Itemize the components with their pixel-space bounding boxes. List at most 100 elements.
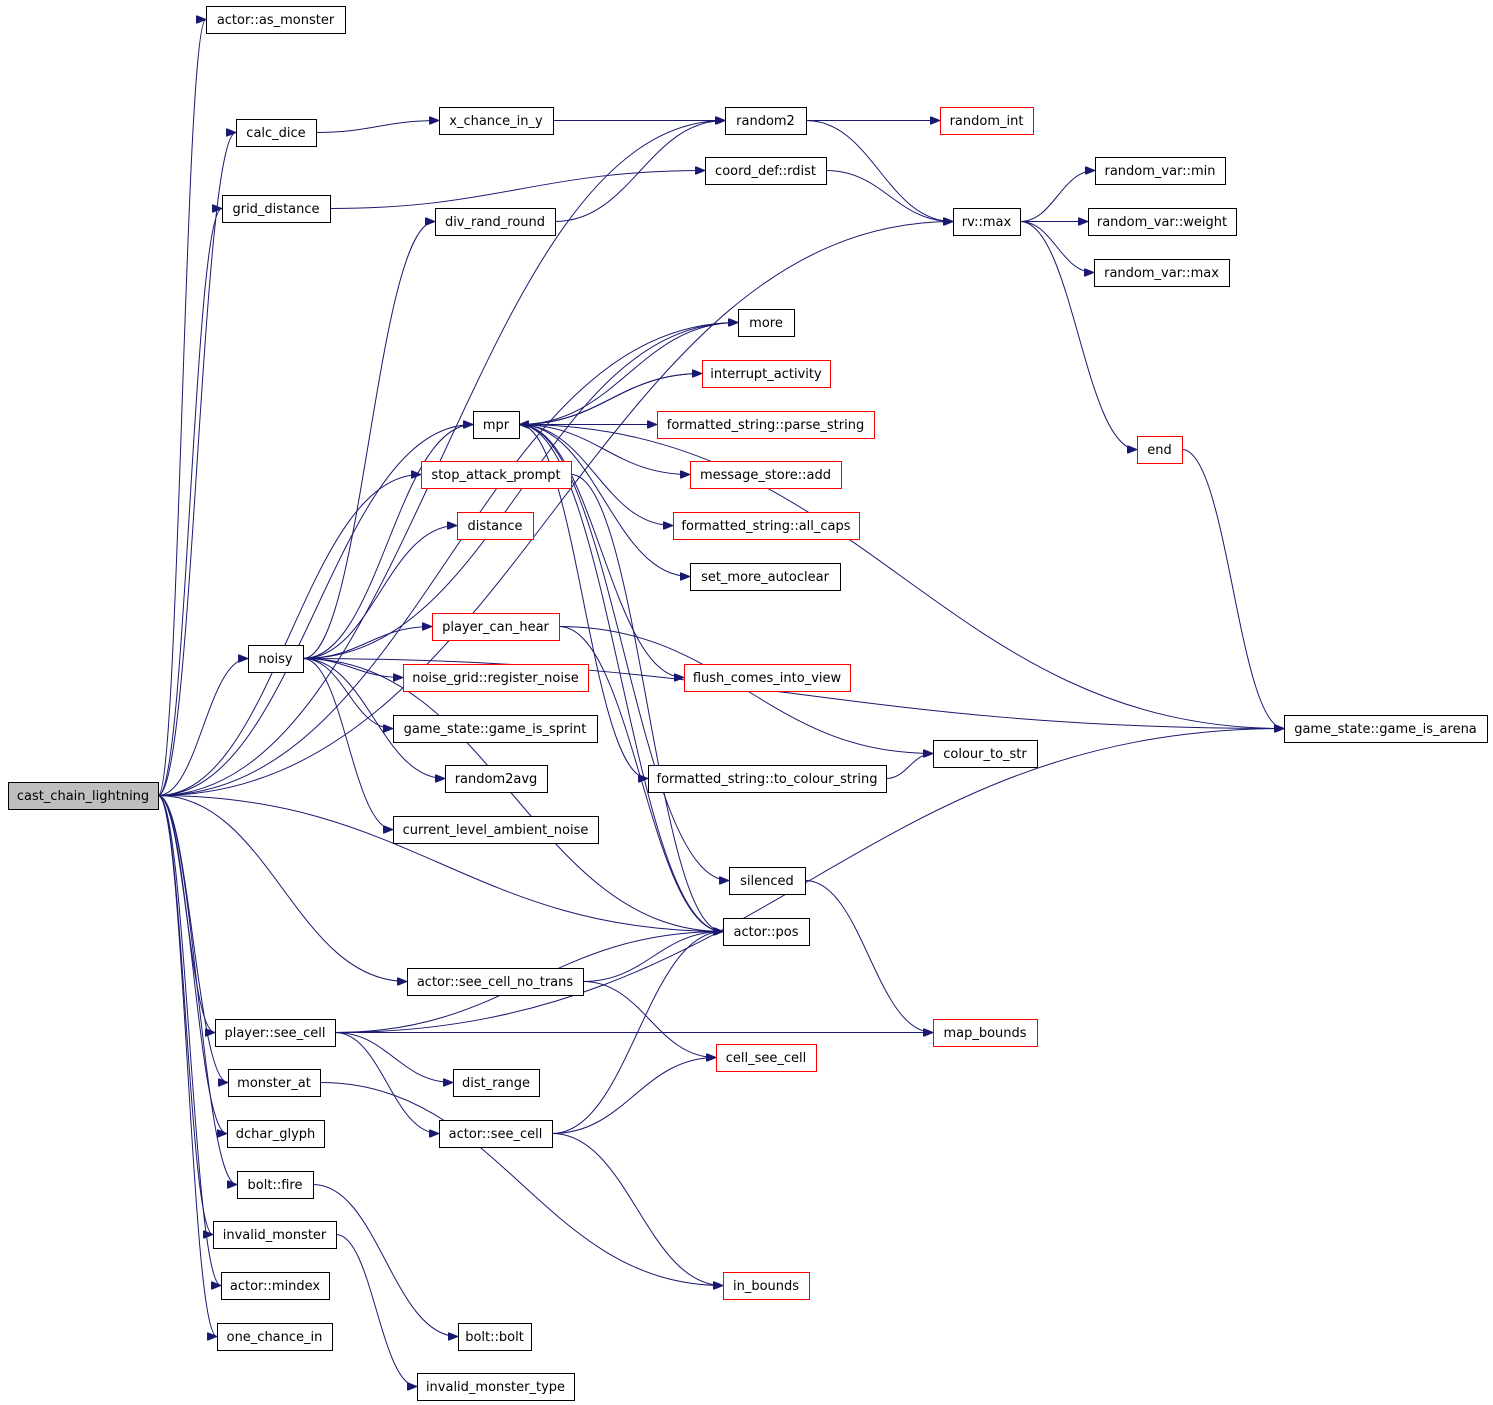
node-box [933, 1019, 1038, 1047]
node-cell-see-cell[interactable]: cell_see_cell [716, 1044, 817, 1072]
node-actor-pos[interactable]: actor::pos [723, 918, 810, 946]
edge-cast_chain_lightning-to-grid_distance [157, 209, 223, 796]
node-label: actor::as_monster [217, 13, 335, 28]
node-box [684, 664, 851, 692]
node-player-can-hear[interactable]: player_can_hear [432, 613, 560, 641]
node-box [716, 1044, 817, 1072]
node-label: div_rand_round [445, 215, 545, 230]
node-label: random2avg [455, 772, 538, 787]
edge-noisy-to-div_rand_round [302, 222, 435, 659]
node-current-level-ambient-noise[interactable]: current_level_ambient_noise [393, 816, 599, 844]
node-fs-all-caps[interactable]: formatted_string::all_caps [673, 512, 860, 540]
node-random-int[interactable]: random_int [940, 107, 1034, 135]
edge-noisy-to-more [302, 323, 738, 659]
node-label: flush_comes_into_view [693, 671, 842, 686]
node-box [690, 563, 841, 591]
edge-noisy-to-game_is_arena [302, 658, 1284, 729]
node-div-rand-round[interactable]: div_rand_round [435, 208, 556, 236]
node-label: stop_attack_prompt [431, 468, 560, 483]
node-box [439, 1120, 553, 1148]
node-label: formatted_string::to_colour_string [657, 772, 878, 787]
node-calc-dice[interactable]: calc_dice [236, 119, 317, 147]
edge-noisy-to-current_level_ambient_noise [302, 658, 393, 830]
node-box [435, 208, 556, 236]
edge-actor_see_cell_no_trans-to-actor_pos [582, 932, 723, 982]
node-invalid-monster-type[interactable]: invalid_monster_type [417, 1373, 575, 1401]
node-random2[interactable]: random2 [725, 107, 807, 135]
edge-player_see_cell-to-actor_see_cell [334, 1032, 439, 1134]
node-dchar-glyph[interactable]: dchar_glyph [227, 1120, 325, 1148]
edge-mpr-to-fs_all_caps [518, 424, 673, 526]
node-label: game_state::game_is_sprint [404, 722, 587, 737]
node-label: message_store::add [700, 468, 831, 483]
node-label: coord_def::rdist [715, 164, 816, 179]
node-label: random2 [736, 114, 795, 129]
node-label: game_state::game_is_arena [1294, 722, 1477, 737]
edge-cast_chain_lightning-to-one_chance_in [157, 795, 218, 1337]
node-box [1094, 259, 1230, 287]
node-message-store-add[interactable]: message_store::add [690, 461, 842, 489]
edge-cast_chain_lightning-to-bolt_fire [157, 795, 238, 1185]
node-bolt-fire[interactable]: bolt::fire [237, 1171, 314, 1199]
node-actor-see-cell[interactable]: actor::see_cell [439, 1120, 553, 1148]
edge-cast_chain_lightning-to-mpr [157, 425, 473, 796]
node-distance[interactable]: distance [457, 512, 534, 540]
node-bolt-bolt[interactable]: bolt::bolt [458, 1323, 532, 1351]
node-box [723, 1272, 810, 1300]
node-random2avg[interactable]: random2avg [445, 765, 548, 793]
node-label: actor::see_cell [449, 1127, 543, 1142]
node-invalid-monster[interactable]: invalid_monster [213, 1221, 337, 1249]
node-noisy[interactable]: noisy [248, 645, 304, 673]
node-box [453, 1069, 540, 1097]
node-label: cast_chain_lightning [17, 789, 149, 804]
node-actor-see-cell-no-trans[interactable]: actor::see_cell_no_trans [407, 968, 584, 996]
node-box [940, 107, 1034, 135]
edge-cast_chain_lightning-to-noisy [157, 659, 248, 796]
node-x-chance-in-y[interactable]: x_chance_in_y [439, 107, 554, 135]
node-game-is-sprint[interactable]: game_state::game_is_sprint [393, 715, 598, 743]
node-random-var-max[interactable]: random_var::max [1094, 259, 1230, 287]
node-game-is-arena[interactable]: game_state::game_is_arena [1284, 715, 1488, 743]
node-more[interactable]: more [738, 309, 795, 337]
node-end[interactable]: end [1137, 436, 1183, 464]
node-label: mpr [483, 418, 510, 433]
node-fs-to-colour-string[interactable]: formatted_string::to_colour_string [648, 765, 887, 793]
node-player-see-cell[interactable]: player::see_cell [215, 1019, 336, 1047]
node-box [403, 664, 589, 692]
node-random-var-min[interactable]: random_var::min [1095, 157, 1226, 185]
node-map-bounds[interactable]: map_bounds [933, 1019, 1038, 1047]
node-stop-attack-prompt[interactable]: stop_attack_prompt [421, 461, 572, 489]
node-set-more-autoclear[interactable]: set_more_autoclear [690, 563, 841, 591]
node-noise-grid-register-noise[interactable]: noise_grid::register_noise [403, 664, 589, 692]
edge-interrupt_activity-to-mpr [519, 373, 703, 425]
node-colour-to-str[interactable]: colour_to_str [933, 740, 1038, 768]
edge-noisy-to-mpr [302, 425, 473, 659]
node-label: monster_at [237, 1076, 311, 1091]
node-box [213, 1221, 337, 1249]
node-dist-range[interactable]: dist_range [453, 1069, 540, 1097]
node-rv-max[interactable]: rv::max [953, 208, 1021, 236]
edge-noisy-to-actor_pos [302, 658, 723, 932]
node-coord-def-rdist[interactable]: coord_def::rdist [705, 157, 827, 185]
node-label: player::see_cell [224, 1026, 325, 1041]
node-label: bolt::bolt [465, 1330, 524, 1345]
node-in-bounds[interactable]: in_bounds [723, 1272, 810, 1300]
node-label: actor::pos [733, 925, 798, 940]
node-monster-at[interactable]: monster_at [228, 1069, 321, 1097]
node-actor-as-monster[interactable]: actor::as_monster [206, 6, 346, 34]
node-label: dist_range [462, 1076, 530, 1091]
node-label: interrupt_activity [710, 367, 822, 382]
node-random-var-weight[interactable]: random_var::weight [1088, 208, 1237, 236]
node-mpr[interactable]: mpr [473, 411, 520, 439]
node-box [407, 968, 584, 996]
node-interrupt-activity[interactable]: interrupt_activity [702, 360, 831, 388]
node-silenced[interactable]: silenced [729, 867, 806, 895]
node-grid-distance[interactable]: grid_distance [222, 195, 331, 223]
node-actor-mindex[interactable]: actor::mindex [221, 1272, 330, 1300]
node-label: rv::max [962, 215, 1012, 230]
node-fs-parse-string[interactable]: formatted_string::parse_string [657, 411, 875, 439]
edge-actor_see_cell-to-actor_pos [551, 932, 723, 1134]
node-one-chance-in[interactable]: one_chance_in [217, 1323, 333, 1351]
node-box [227, 1120, 325, 1148]
node-flush-comes-into-view[interactable]: flush_comes_into_view [684, 664, 851, 692]
